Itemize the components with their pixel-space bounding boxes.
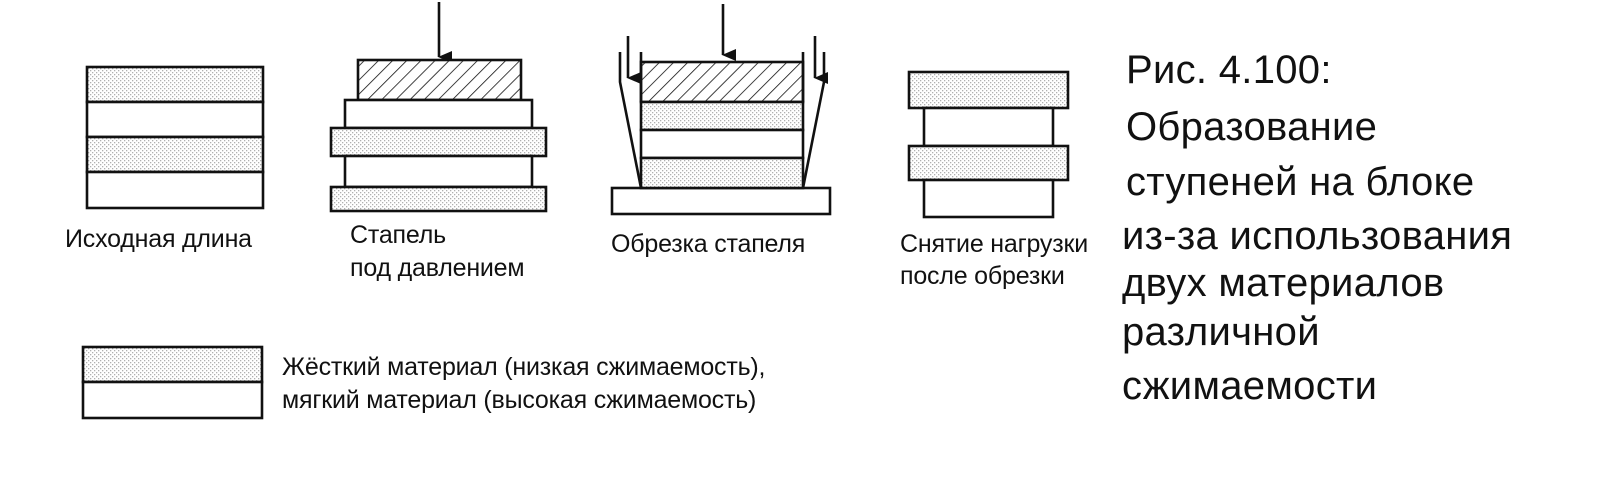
legend-text-soft: мягкий материал (высокая сжимаемость) — [282, 386, 757, 414]
caption-line: различной — [1122, 310, 1320, 354]
soft-layer — [343, 98, 534, 130]
right-cutting-knife — [801, 52, 826, 189]
hard-layer — [85, 135, 265, 174]
legend-soft-swatch — [81, 380, 264, 420]
press-plate — [639, 60, 805, 104]
legend-swatch — [81, 345, 264, 420]
legend-hard-swatch — [81, 345, 264, 384]
hard-layer — [329, 126, 548, 158]
label-unload-line2: после обрезки — [900, 262, 1065, 290]
hard-layer — [907, 144, 1070, 182]
base-plate — [610, 186, 832, 216]
label-stack-trim: Обрезка стапеля — [611, 230, 806, 258]
soft-layer — [343, 154, 534, 189]
left-cutting-knife — [618, 52, 643, 189]
hard-layer — [329, 185, 548, 213]
label-unload-line1: Снятие нагрузки — [900, 230, 1088, 258]
label-stack-pressure-line1: Стапель — [350, 221, 446, 249]
stack-original-length — [85, 65, 265, 210]
soft-layer — [85, 170, 265, 210]
caption-line: Рис. 4.100: — [1126, 48, 1332, 92]
caption-line: двух материалов — [1122, 261, 1445, 305]
hard-layer — [639, 100, 805, 132]
stack-under-pressure — [329, 2, 548, 213]
soft-layer — [639, 128, 805, 160]
hard-layer — [907, 70, 1070, 110]
soft-layer — [85, 100, 265, 139]
caption-line: из-за использования — [1122, 214, 1513, 258]
press-plate — [356, 58, 523, 102]
label-stack-pressure-line2: под давлением — [350, 254, 525, 282]
caption-line: сжимаемости — [1122, 364, 1378, 408]
legend-text-hard: Жёсткий материал (низкая сжимаемость), — [282, 353, 766, 381]
caption-line: ступеней на блоке — [1126, 160, 1475, 204]
soft-layer — [922, 178, 1055, 219]
hard-layer — [639, 156, 805, 190]
hard-layer — [85, 65, 265, 104]
label-original-length: Исходная длина — [65, 225, 252, 253]
soft-layer — [922, 106, 1055, 148]
stack-trimming — [610, 4, 832, 216]
stack-after-unloading — [907, 70, 1070, 219]
caption-line: Образование — [1126, 105, 1378, 149]
